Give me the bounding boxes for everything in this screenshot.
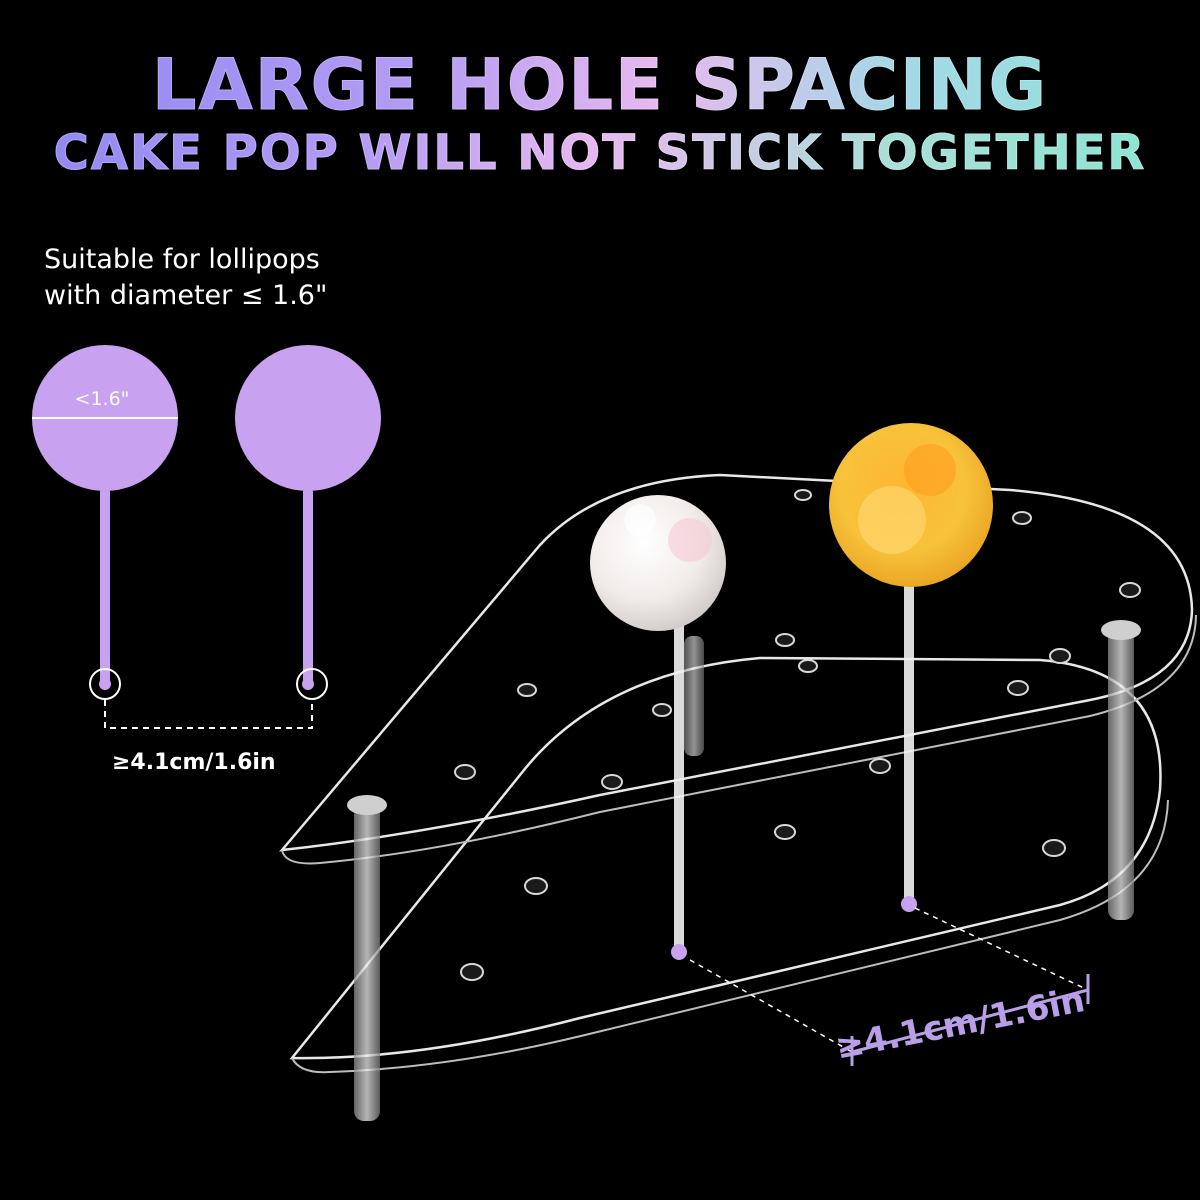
- lower-tier-edge: [291, 799, 1169, 1074]
- upper-tier-edge: [281, 614, 1197, 865]
- stick-white-pop-foot: [671, 944, 687, 960]
- cake-pop-white-highlight: [624, 504, 656, 536]
- lollipop-left-hole-marker: [89, 668, 121, 700]
- stick-orange-pop-foot: [901, 896, 917, 912]
- hole: [1119, 582, 1141, 598]
- hole: [652, 703, 672, 717]
- hole: [460, 963, 484, 981]
- base-dimension-guide: [689, 959, 853, 1053]
- stick-orange-pop: [904, 582, 914, 902]
- cake-pops: [590, 423, 993, 631]
- suitability-note-line-2: with diameter ≤ 1.6": [44, 280, 328, 311]
- hole: [798, 659, 818, 673]
- headline-sub: CAKE POP WILL NOT STICK TOGETHER: [0, 118, 1200, 188]
- cake-pop-sticks: [671, 582, 917, 960]
- hole: [794, 489, 812, 501]
- stick-white-pop: [674, 622, 684, 952]
- lollipop-right-head: [235, 345, 381, 491]
- acrylic-stand: [279, 473, 1197, 1074]
- upper-tier-outline: [279, 473, 1194, 852]
- upper-tier-holes: [454, 489, 1141, 790]
- hole: [454, 764, 476, 780]
- hole: [775, 633, 795, 647]
- gap-label: ≥4.1cm/1.6in: [112, 750, 276, 775]
- hole: [1007, 680, 1029, 696]
- hole: [869, 758, 891, 774]
- headline-main: LARGE HOLE SPACING: [0, 40, 1200, 130]
- gap-dimension-line: [104, 700, 313, 729]
- cake-pop-white: [590, 495, 726, 631]
- hole: [601, 774, 623, 790]
- cake-pop-white-highlight: [668, 518, 712, 562]
- post-right: [1108, 630, 1134, 920]
- lollipop-right-hole-marker: [296, 668, 328, 700]
- hole: [1049, 648, 1071, 664]
- support-posts: [347, 620, 1141, 1121]
- suitability-note: Suitable for lollipops with diameter ≤ 1…: [44, 242, 384, 314]
- post-left: [354, 805, 380, 1121]
- lower-tier-outline: [289, 656, 1162, 1060]
- lower-tier-holes: [460, 824, 1066, 981]
- diameter-label: <1.6": [74, 388, 130, 410]
- base-dimension-line: [851, 988, 1089, 1054]
- lollipop-right-tip: [302, 678, 314, 690]
- base-dimension-guide: [914, 907, 1089, 991]
- hole: [1012, 511, 1032, 525]
- stick-white-pop-sleeve: [684, 636, 704, 756]
- hole: [517, 683, 537, 697]
- lollipop-diagram: [32, 345, 381, 729]
- hole: [524, 877, 548, 895]
- lollipop-left-tip: [99, 678, 111, 690]
- base-spacing-dimension: [689, 907, 1090, 1066]
- post-right-cap: [1101, 620, 1141, 640]
- hole: [1042, 839, 1066, 857]
- lollipop-left-stick: [100, 488, 110, 686]
- cake-pop-orange-highlight: [904, 444, 956, 496]
- cake-pop-orange-highlight: [858, 486, 926, 554]
- suitability-note-line-1: Suitable for lollipops: [44, 244, 320, 275]
- lollipop-right-stick: [303, 488, 313, 686]
- hole: [774, 824, 796, 840]
- post-left-cap: [347, 795, 387, 815]
